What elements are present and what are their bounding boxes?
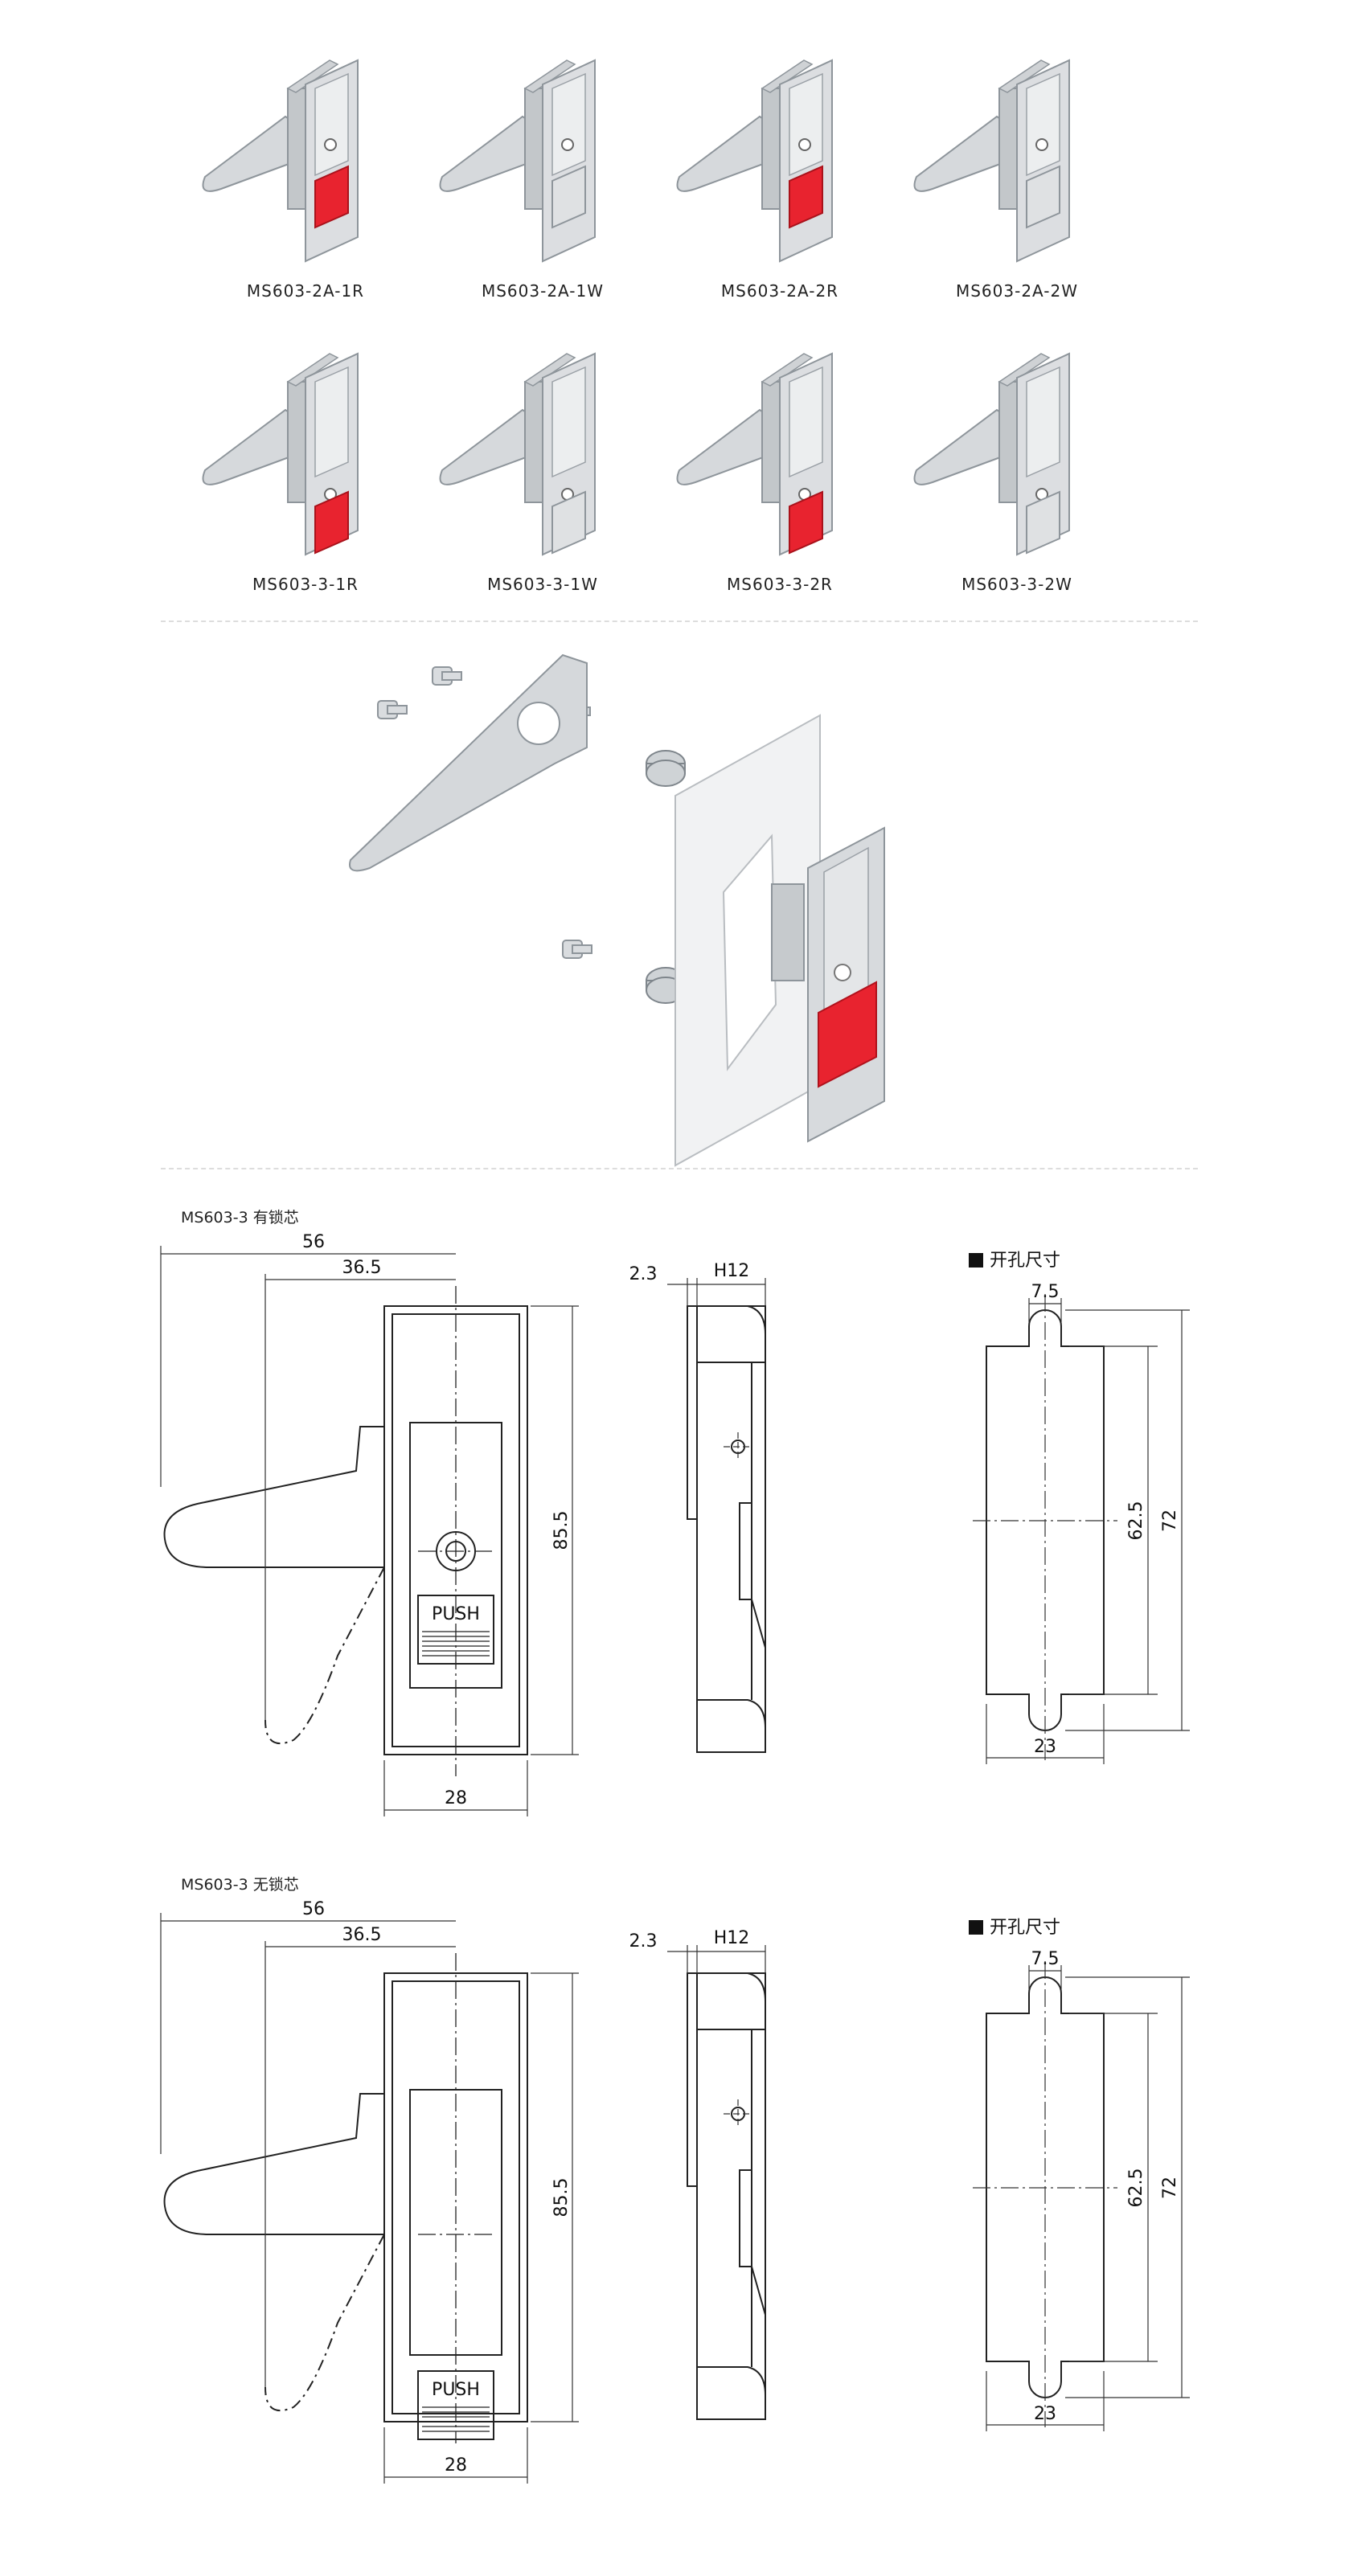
latch-product-image xyxy=(913,59,1070,263)
product-card: MS603-3-1W xyxy=(422,334,663,623)
dim-body-width: 28 xyxy=(445,2455,467,2476)
product-card: MS603-2A-1R xyxy=(185,40,426,330)
exploded-assembly-view xyxy=(349,653,885,1167)
handle-plate xyxy=(349,653,588,872)
square-bullet-icon xyxy=(969,1920,983,1935)
product-code: MS603-2A-1W xyxy=(481,281,605,301)
dim-height: 85.5 xyxy=(551,1511,572,1550)
product-code: MS603-2A-1R xyxy=(246,281,365,301)
dim-cutout-width: 23 xyxy=(1034,2404,1056,2424)
product-card: MS603-2A-1W xyxy=(422,40,663,330)
product-code: MS603-3-2W xyxy=(961,575,1072,594)
section-title: MS603-3 无锁芯 xyxy=(181,1876,299,1894)
cutout-title: 开孔尺寸 xyxy=(969,1246,1060,1272)
dim-thickness: 2.3 xyxy=(629,1931,658,1951)
product-card: MS603-2A-2W xyxy=(896,40,1138,330)
product-card: MS603-3-2W xyxy=(896,334,1138,623)
drawing-with-lock-cylinder: PUSH 56 36.5 85.5 28 2.3 H12 7.5 62.5 72 23 xyxy=(160,1232,1190,1816)
dim-overall-width: 56 xyxy=(302,1899,325,1919)
product-code: MS603-3-1W xyxy=(487,575,598,594)
push-button xyxy=(818,981,877,1088)
dim-cutout-total-height: 72 xyxy=(1160,1509,1180,1532)
product-code: MS603-2A-2R xyxy=(720,281,839,301)
dim-cutout-top-width: 7.5 xyxy=(1031,1949,1060,1969)
push-label: PUSH xyxy=(432,2380,480,2400)
lock-body xyxy=(771,826,885,1143)
latch-product-image xyxy=(439,352,596,556)
divider xyxy=(161,620,1198,622)
drawing-without-lock-cylinder: PUSH 56 36.5 85.5 28 2.3 H12 7.5 62.5 72 23 xyxy=(160,1899,1190,2484)
dim-handle-offset: 36.5 xyxy=(342,1925,382,1945)
screw-icon xyxy=(377,700,408,719)
latch-product-image xyxy=(913,352,1070,556)
product-code: MS603-2A-2W xyxy=(955,281,1079,301)
screw-icon xyxy=(562,940,592,959)
dim-cutout-width: 23 xyxy=(1034,1737,1056,1757)
dim-body-width: 28 xyxy=(445,1788,467,1808)
latch-product-image xyxy=(676,352,833,556)
dim-handle-offset: 36.5 xyxy=(342,1258,382,1278)
dim-cutout-total-height: 72 xyxy=(1160,2177,1180,2199)
latch-product-image xyxy=(202,352,359,556)
divider xyxy=(161,1168,1198,1169)
bushing-icon xyxy=(646,750,686,787)
latch-product-image xyxy=(676,59,833,263)
dim-h: H12 xyxy=(714,1261,750,1281)
product-card: MS603-2A-2R xyxy=(659,40,900,330)
square-bullet-icon xyxy=(969,1253,983,1268)
dim-overall-width: 56 xyxy=(302,1232,325,1252)
screw-icon xyxy=(432,666,462,686)
cutout-title-text: 开孔尺寸 xyxy=(990,1918,1061,1938)
latch-product-image xyxy=(439,59,596,263)
push-label: PUSH xyxy=(432,1604,480,1624)
product-card: MS603-3-2R xyxy=(659,334,900,623)
product-card: MS603-3-1R xyxy=(185,334,426,623)
dim-thickness: 2.3 xyxy=(629,1264,658,1284)
product-code: MS603-3-2R xyxy=(727,575,833,594)
cutout-title: 开孔尺寸 xyxy=(969,1913,1060,1939)
dim-cutout-top-width: 7.5 xyxy=(1031,1282,1060,1302)
product-code: MS603-3-1R xyxy=(252,575,359,594)
dim-cutout-inner-height: 62.5 xyxy=(1126,1501,1146,1541)
dim-height: 85.5 xyxy=(551,2178,572,2218)
section-title: MS603-3 有锁芯 xyxy=(181,1209,299,1227)
latch-product-image xyxy=(202,59,359,263)
dim-cutout-inner-height: 62.5 xyxy=(1126,2169,1146,2208)
dim-h: H12 xyxy=(714,1928,750,1948)
cutout-title-text: 开孔尺寸 xyxy=(990,1251,1061,1271)
